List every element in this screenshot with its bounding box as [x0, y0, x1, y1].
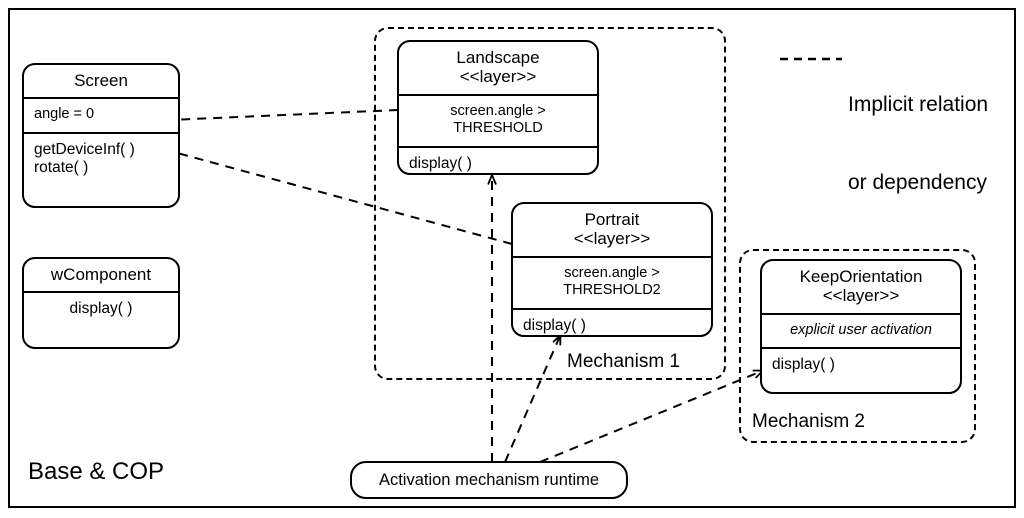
operation-getdeviceinf: getDeviceInf( ): [34, 140, 135, 158]
class-separator: [762, 312, 960, 315]
class-stereotype-keeporientation: <<layer>>: [822, 286, 900, 306]
class-box-screen[interactable]: Screen angle = 0 getDeviceInf( ) rotate(…: [22, 63, 180, 208]
class-separator: [762, 347, 960, 350]
class-separator: [24, 291, 178, 294]
class-title-keeporientation: KeepOrientation <<layer>>: [762, 261, 960, 313]
class-stereotype-portrait: <<layer>>: [573, 229, 651, 249]
class-title-screen: Screen: [74, 71, 128, 90]
class-stereotype-landscape: <<layer>>: [459, 67, 537, 87]
class-condition-keeporientation: explicit user activation: [790, 321, 932, 338]
operation-rotate: rotate( ): [34, 159, 89, 177]
class-separator: [24, 131, 178, 134]
class-box-landscape[interactable]: Landscape <<layer>> screen.angle > THRES…: [397, 40, 599, 175]
class-operations-keeporientation: display( ): [772, 356, 835, 374]
class-operations-portrait: display( ): [523, 316, 586, 334]
activation-runtime-label: Activation mechanism runtime: [378, 470, 600, 489]
class-box-keeporientation[interactable]: KeepOrientation <<layer>> explicit user …: [760, 259, 962, 394]
legend-line-2: or dependency: [848, 171, 987, 195]
mechanism-1-label: Mechanism 1: [567, 351, 680, 372]
class-separator: [399, 93, 597, 96]
class-separator: [399, 145, 597, 148]
class-title-portrait: Portrait <<layer>>: [513, 204, 711, 256]
base-cop-frame: [8, 8, 1016, 508]
legend-text: Implicit relation or dependency: [848, 39, 988, 249]
class-operations-screen: getDeviceInf( ) rotate( ): [24, 134, 178, 186]
class-name-portrait: Portrait: [584, 210, 640, 229]
class-separator: [513, 307, 711, 310]
class-box-portrait[interactable]: Portrait <<layer>> screen.angle > THRESH…: [511, 202, 713, 337]
mechanism-2-label: Mechanism 2: [752, 411, 865, 432]
activation-runtime-box[interactable]: Activation mechanism runtime: [350, 461, 628, 499]
class-title-landscape: Landscape <<layer>>: [399, 42, 597, 94]
class-condition-landscape: screen.angle > THRESHOLD: [450, 102, 546, 137]
dep-portrait-to-screen: [122, 138, 513, 245]
class-attributes-screen: angle = 0: [34, 106, 95, 123]
base-cop-label: Base & COP: [28, 458, 165, 485]
class-condition-portrait: screen.angle > THRESHOLD2: [563, 264, 661, 299]
legend-line-1: Implicit relation: [848, 92, 989, 116]
class-box-wcomponent[interactable]: wComponent display( ): [22, 257, 180, 349]
class-name-keeporientation: KeepOrientation: [799, 267, 923, 286]
class-name-landscape: Landscape: [456, 48, 540, 67]
class-separator: [24, 97, 178, 100]
mechanism-2-group: [739, 249, 976, 443]
class-separator: [513, 255, 711, 258]
class-operations-landscape: display( ): [409, 154, 472, 172]
legend-dash-icon: [780, 57, 842, 61]
class-title-wcomponent: wComponent: [50, 265, 152, 284]
mechanism-1-group: [374, 27, 726, 380]
dep-runtime-to-keeporientation: [539, 371, 762, 463]
class-operations-wcomponent: display( ): [69, 300, 133, 318]
dep-runtime-to-portrait: [504, 336, 560, 463]
